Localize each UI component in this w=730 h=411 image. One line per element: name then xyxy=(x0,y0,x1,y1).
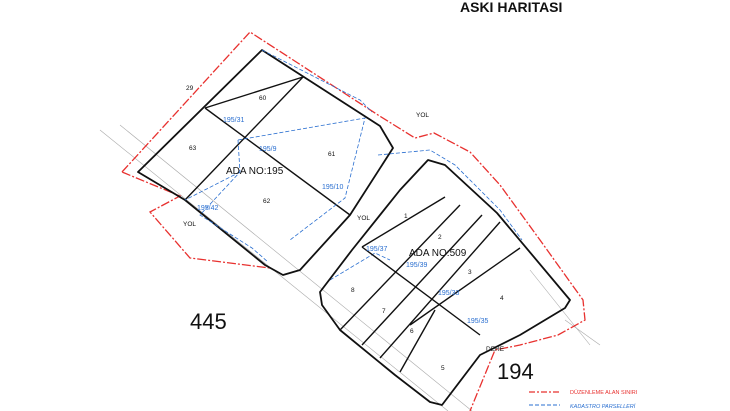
parcel-8: 8 xyxy=(351,287,355,294)
parcel-6: 6 xyxy=(410,328,414,335)
parcel-2: 2 xyxy=(438,234,442,241)
map-title: ASKI HARITASI xyxy=(460,0,562,15)
parcel-3: 3 xyxy=(468,269,472,276)
block-509-outline xyxy=(319,159,571,406)
area-445: 445 xyxy=(190,309,227,334)
parcel-63: 63 xyxy=(189,145,197,152)
block-195-outline xyxy=(137,49,394,276)
block-509-parcel-lines xyxy=(339,196,521,373)
cadastral-195-37: 195/37 xyxy=(366,246,388,253)
cadastral-195-42: 195/42 xyxy=(197,205,219,212)
cadastral-195-31: 195/31 xyxy=(223,117,245,124)
parcel-4: 4 xyxy=(500,295,504,302)
road-label-mid: YOL xyxy=(357,215,370,222)
cadastral-195-9: 195/9 xyxy=(259,146,277,153)
legend: DÜZENLEME ALAN SINIRI KADASTRO PARSELLER… xyxy=(529,389,638,410)
area-194: 194 xyxy=(497,359,534,384)
parcel-1: 1 xyxy=(404,213,408,220)
parcel-61: 61 xyxy=(328,151,336,158)
cadastral-195-33: 195/33 xyxy=(438,290,460,297)
cadastral-195-39: 195/39 xyxy=(406,262,428,269)
regulation-boundary xyxy=(121,31,586,411)
parcel-5: 5 xyxy=(441,365,445,372)
stream-label: DERE xyxy=(486,346,505,353)
road-label-left: YOL xyxy=(183,221,196,228)
block-509-label: ADA NO:509 xyxy=(409,248,467,259)
parcel-29: 29 xyxy=(186,85,194,92)
legend-boundary-label: DÜZENLEME ALAN SINIRI xyxy=(570,389,638,396)
legend-cadastre-label: KADASTRO PARSELLERİ xyxy=(570,403,636,410)
cadastral-lines xyxy=(184,49,523,281)
block-195-parcel-lines xyxy=(184,76,351,216)
cadastral-195-10: 195/10 xyxy=(322,184,344,191)
parcel-60: 60 xyxy=(259,95,267,102)
parcel-7: 7 xyxy=(382,308,386,315)
cadastral-195-35: 195/35 xyxy=(467,318,489,325)
road-label-top: YOL xyxy=(416,112,429,119)
parcel-62: 62 xyxy=(263,198,271,205)
block-195-label: ADA NO:195 xyxy=(226,166,284,177)
